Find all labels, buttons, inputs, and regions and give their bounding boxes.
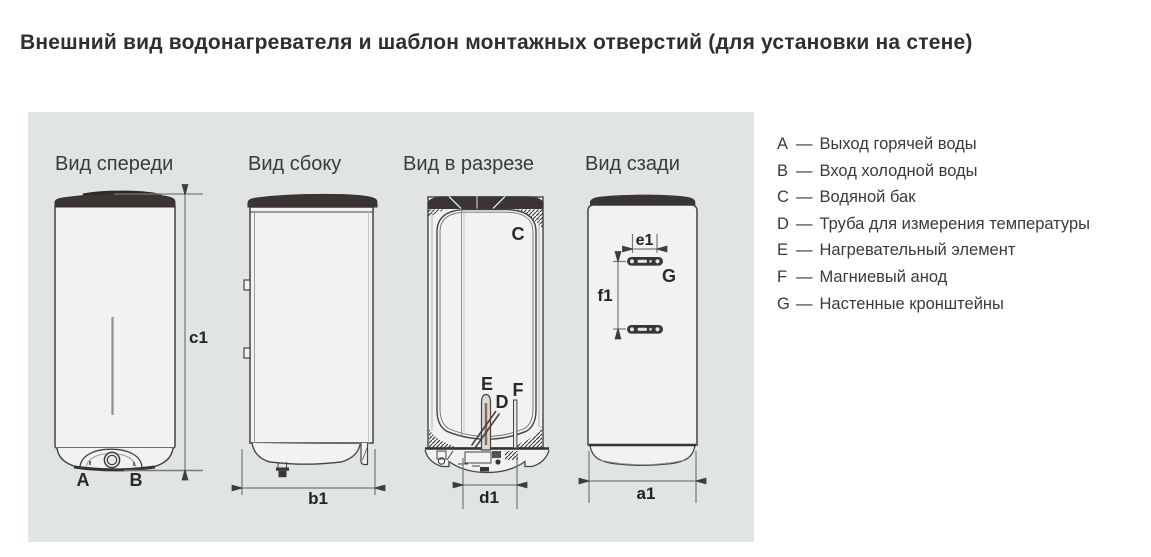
legend-dash: —: [796, 188, 813, 207]
rear-top-cap: [590, 194, 696, 205]
magnesium-anode: [513, 399, 518, 449]
legend-text: Вход холодной воды: [819, 161, 978, 180]
part-label-b: B: [130, 470, 143, 490]
legend-text: Магниевый анод: [819, 267, 948, 286]
section-view-caption: Вид в разрезе: [403, 153, 534, 175]
part-label-e: E: [481, 374, 493, 394]
section-top-cap: [428, 196, 543, 209]
legend-item-b: B — Вход холодной воды: [777, 158, 1090, 185]
rear-bottom-cap-inner: [600, 459, 685, 466]
legend-letter: E: [777, 241, 789, 260]
legend-text: Водяной бак: [819, 188, 916, 207]
legend-dash: —: [796, 267, 813, 286]
section-bottom-assembly: [424, 447, 550, 474]
rear-bottom-cap: [589, 444, 696, 466]
wall-bracket-bottom: [627, 325, 663, 334]
dimension-f1: f1: [597, 251, 626, 340]
dim-label-c1: c1: [189, 328, 208, 347]
section-hatch-bottom-left: [429, 429, 455, 448]
side-body: [249, 206, 374, 444]
front-body: [54, 204, 176, 449]
dimension-a1: a1: [578, 451, 707, 503]
part-label-c: C: [512, 224, 525, 244]
front-gland-inner: [106, 454, 118, 466]
section-hatch-bottom-right: [515, 426, 542, 448]
front-bottom-dome: [79, 448, 143, 468]
page-title: Внешний вид водонагревателя и шаблон мон…: [20, 31, 973, 54]
rear-view: Вид сзади G: [578, 153, 707, 503]
legend-item-e: E — Нагревательный элемент: [777, 237, 1090, 264]
section-tank-outer: [436, 208, 537, 440]
side-view-caption: Вид сбоку: [248, 153, 341, 175]
front-top-cap: [54, 193, 176, 208]
temp-tube-line-1: [470, 410, 497, 446]
section-cap-slit-1: [448, 196, 462, 209]
legend-letter: B: [777, 161, 789, 180]
side-wall-bracket-line: [362, 447, 368, 461]
side-top-cap: [247, 193, 378, 208]
water-heater-diagram: Вид спереди: [54, 153, 707, 509]
rear-view-caption: Вид сзади: [585, 153, 680, 175]
dim-label-e1: e1: [636, 232, 654, 249]
diagram-panel: Вид спереди: [28, 112, 754, 542]
legend-letter: C: [777, 188, 789, 207]
part-label-g: G: [662, 266, 676, 286]
side-bracket-tab-bottom: [243, 347, 251, 359]
front-mark-left: [89, 461, 91, 465]
dim-label-f1: f1: [597, 286, 612, 305]
part-label-f: F: [513, 380, 524, 400]
legend-letter: G: [777, 294, 790, 313]
legend-dash: —: [796, 294, 813, 313]
legend-dash: —: [796, 135, 813, 153]
legend-item-g: G — Настенные кронштейны: [777, 291, 1090, 318]
legend-text: Настенные кронштейны: [819, 294, 1004, 313]
dim-label-b1: b1: [308, 489, 328, 508]
legend-text: Выход горячей воды: [819, 135, 977, 153]
legend-item-d: D — Труба для измерения температуры: [777, 211, 1090, 238]
side-drain-nub: [278, 470, 287, 478]
dimension-b1: b1: [231, 449, 386, 508]
section-hatch-top-left: [428, 209, 447, 219]
section-hatch-top-right: [509, 209, 543, 229]
section-tank-inner: [439, 211, 534, 437]
section-view: Вид в разрезе: [403, 153, 550, 509]
wall-bracket-top: [627, 257, 663, 266]
legend-item-c: C — Водяной бак: [777, 184, 1090, 211]
dimension-c1: c1: [114, 184, 208, 481]
temp-tube-line-2: [474, 413, 501, 449]
part-label-d: D: [496, 392, 509, 412]
dimension-e1: e1: [622, 232, 668, 253]
legend-item-a: A — Выход горячей воды: [777, 131, 1090, 158]
dim-label-a1: a1: [637, 484, 656, 503]
front-bottom-lip: [73, 465, 156, 472]
legend-dash: —: [796, 214, 813, 233]
legend-dash: —: [796, 241, 813, 260]
side-bracket-tab-top: [243, 279, 251, 291]
legend-dash: —: [796, 161, 813, 180]
side-bottom-cap: [251, 442, 361, 465]
parts-legend: A — Выход горячей воды B — Вход холодной вод…: [777, 131, 1090, 317]
legend-letter: F: [777, 267, 788, 286]
legend-letter: A: [777, 135, 789, 153]
legend-letter: D: [777, 214, 789, 233]
front-view: Вид спереди: [54, 153, 208, 490]
front-mark-right: [133, 462, 135, 466]
part-label-a: A: [77, 470, 90, 490]
dim-label-d1: d1: [479, 488, 499, 507]
front-view-caption: Вид спереди: [55, 153, 173, 175]
side-view: Вид сбоку b1: [231, 153, 386, 508]
section-cap-slit-2: [492, 196, 506, 209]
side-wall-bracket: [360, 443, 369, 466]
legend-item-f: F — Магниевый анод: [777, 264, 1090, 291]
dimension-d1: d1: [452, 455, 528, 509]
side-drain-flange: [276, 467, 289, 471]
legend-text: Нагревательный элемент: [819, 241, 1016, 260]
legend-text: Труба для измерения температуры: [819, 214, 1091, 233]
